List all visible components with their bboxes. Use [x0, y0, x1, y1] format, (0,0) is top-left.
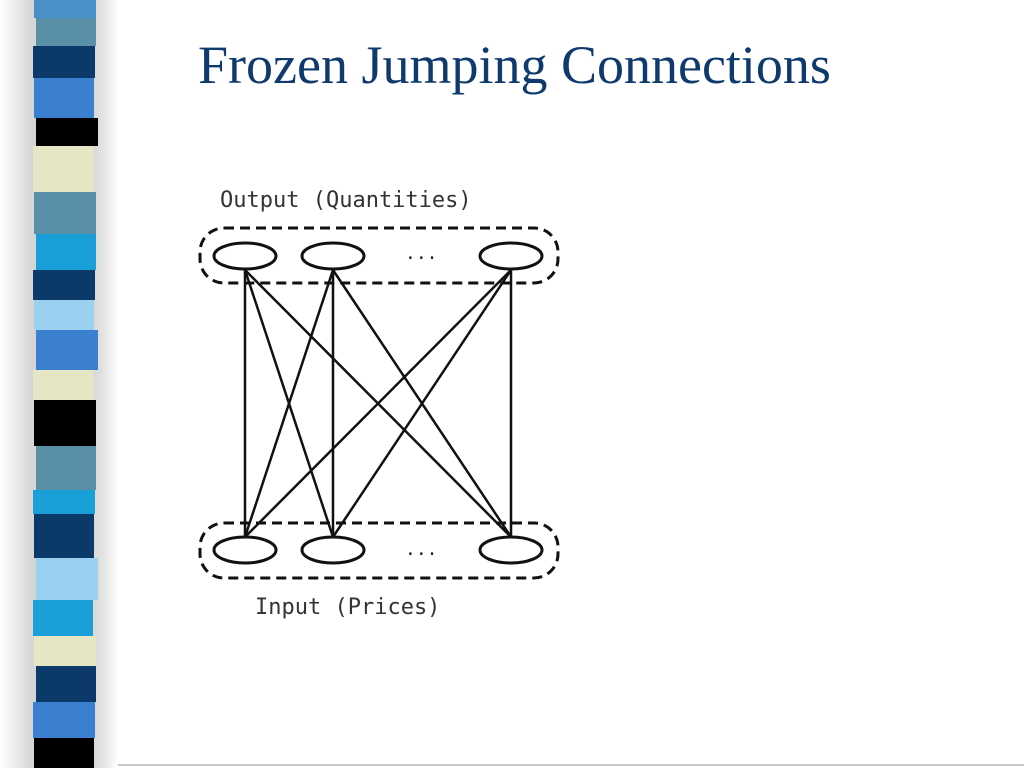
stripe-block	[33, 490, 95, 514]
stripe-block	[36, 666, 96, 702]
stripe-block	[33, 370, 93, 400]
output-ellipsis: ...	[405, 243, 438, 264]
output-group-outline	[198, 226, 560, 285]
input-node	[300, 535, 366, 565]
stripe-block	[34, 514, 94, 558]
output-node	[212, 241, 278, 271]
stripe-block	[34, 0, 96, 18]
input-ellipsis: ...	[405, 539, 438, 560]
connection-line	[331, 269, 513, 538]
stripe-block	[34, 636, 96, 666]
input-layer-label: Input (Prices)	[255, 595, 441, 620]
output-node	[478, 241, 544, 271]
bottom-divider	[118, 764, 1024, 766]
stripe-block	[33, 46, 95, 78]
connection-line	[243, 269, 335, 538]
decorative-stripes	[33, 0, 98, 768]
input-group-outline	[198, 521, 560, 580]
stripe-block	[34, 192, 96, 234]
stripe-block	[36, 558, 98, 600]
stripe-block	[36, 446, 96, 490]
stripe-block	[34, 738, 94, 768]
output-layer-label: Output (Quantities)	[220, 188, 472, 213]
connection-lines	[243, 269, 513, 538]
stripe-block	[36, 234, 96, 270]
stripe-block	[36, 18, 96, 46]
stripe-block	[33, 600, 93, 636]
slide-title: Frozen Jumping Connections	[198, 35, 831, 95]
input-node	[212, 535, 278, 565]
stripe-block	[34, 300, 94, 330]
output-node	[300, 241, 366, 271]
connection-line	[244, 269, 512, 538]
stripe-block	[36, 118, 98, 146]
stripe-block	[34, 400, 96, 446]
stripe-block	[33, 146, 93, 192]
stripe-block	[33, 702, 95, 738]
input-node	[478, 535, 544, 565]
stripe-block	[34, 78, 94, 118]
stripe-block	[36, 330, 98, 370]
stripe-block	[33, 270, 95, 300]
